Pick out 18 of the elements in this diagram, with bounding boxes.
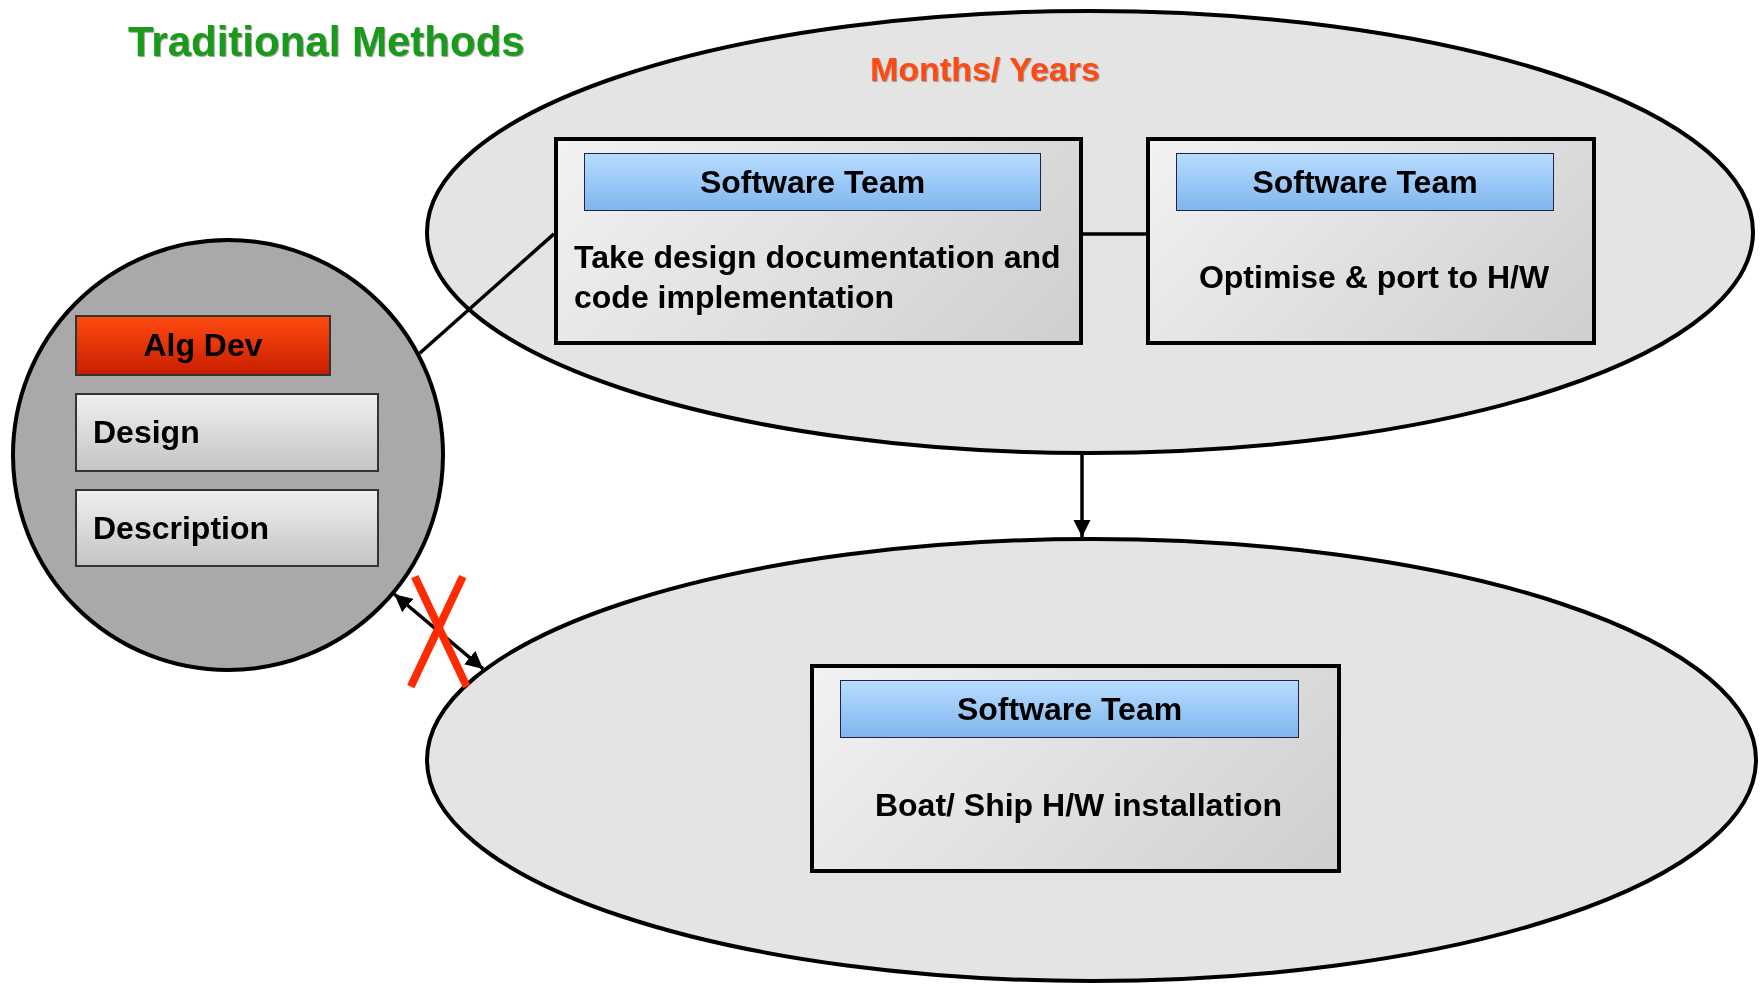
item-box: Description: [75, 489, 379, 567]
task-text: Take design documentation and code implementation: [574, 238, 1062, 317]
team-box: [810, 664, 1341, 873]
connector-line: [1083, 232, 1146, 236]
duration-label: Months/ Years: [870, 50, 1100, 89]
header-bar: Software Team: [584, 153, 1041, 211]
item-box: Design: [75, 393, 379, 472]
task-text: Optimise & port to H/W: [1197, 258, 1551, 297]
title-tag: Alg Dev: [75, 315, 331, 376]
arrow: [393, 592, 485, 671]
header-bar: Software Team: [1176, 153, 1554, 211]
team-box: [1146, 137, 1596, 345]
team-box: [554, 137, 1083, 345]
connector-line: [418, 232, 556, 355]
title: Traditional Methods: [128, 18, 525, 66]
arrow: [1073, 455, 1091, 537]
header-bar: Software Team: [840, 680, 1299, 738]
task-text: Boat/ Ship H/W installation: [873, 785, 1284, 825]
